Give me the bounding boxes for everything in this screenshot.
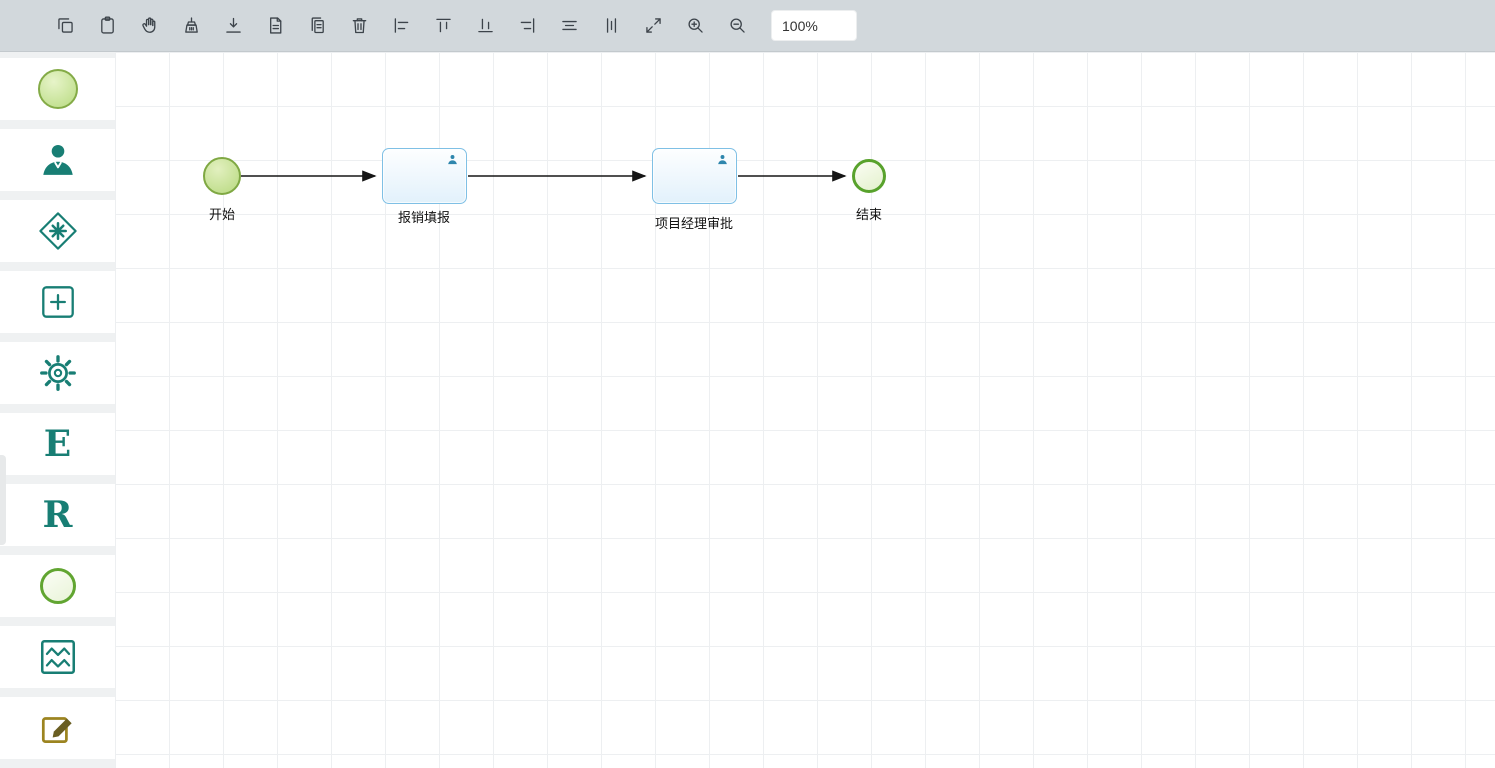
clipboard-button[interactable] (90, 9, 124, 43)
clipboard-icon (100, 16, 114, 34)
edges-layer (241, 170, 847, 182)
palette-item-subprocess[interactable] (0, 271, 115, 333)
align-horizontal-center-button[interactable] (552, 9, 586, 43)
user-task-node-1[interactable] (382, 148, 467, 204)
align-bottom-icon (477, 18, 493, 33)
letter-r-icon: R (42, 494, 73, 536)
align-bottom-button[interactable] (468, 9, 502, 43)
zigzag-pattern-icon (40, 639, 75, 675)
palette-item-gateway[interactable] (0, 200, 115, 262)
diagram-canvas[interactable]: 开始 报销填报 项目经理审批 结束 (115, 52, 1495, 768)
duplicate-document-icon (311, 17, 324, 34)
letter-e-icon: E (43, 423, 72, 465)
copy-button[interactable] (48, 9, 82, 43)
element-palette: E R (0, 52, 115, 768)
end-event-label: 结束 (855, 207, 882, 222)
zoom-in-button[interactable] (678, 9, 712, 43)
download-icon (225, 17, 241, 33)
edit-pencil-icon (41, 717, 72, 744)
main-area: E R (0, 52, 1495, 768)
gear-icon (39, 355, 76, 391)
start-event-label: 开始 (208, 207, 235, 222)
subprocess-icon (41, 286, 74, 318)
end-event-icon (39, 568, 76, 604)
align-top-icon (435, 18, 451, 33)
zoom-in-icon (687, 18, 703, 33)
trash-button[interactable] (342, 9, 376, 43)
drawer-handle[interactable] (0, 455, 6, 545)
trash-icon (352, 18, 366, 34)
start-event-node[interactable] (203, 157, 241, 195)
start-event-icon (37, 69, 78, 109)
zoom-input[interactable] (771, 10, 857, 41)
document-button[interactable] (258, 9, 292, 43)
user-task-2-label: 项目经理审批 (654, 216, 733, 231)
palette-item-edit[interactable] (0, 697, 115, 759)
user-task-1-label: 报销填报 (397, 210, 450, 225)
palette-item-r-element[interactable]: R (0, 484, 115, 546)
user-icon (448, 155, 457, 165)
palette-item-start-event[interactable] (0, 58, 115, 120)
zoom-out-icon (729, 18, 745, 33)
palette-item-pattern[interactable] (0, 626, 115, 688)
user-task-node-2[interactable] (652, 148, 737, 204)
align-right-button[interactable] (510, 9, 544, 43)
hand-pan-button[interactable] (132, 9, 166, 43)
palette-item-end-event[interactable] (0, 555, 115, 617)
download-button[interactable] (216, 9, 250, 43)
align-vertical-center-icon (606, 18, 616, 33)
broom-button[interactable] (174, 9, 208, 43)
align-left-icon (394, 18, 408, 33)
align-right-icon (520, 18, 534, 33)
align-vertical-center-button[interactable] (594, 9, 628, 43)
align-top-button[interactable] (426, 9, 460, 43)
user-task-icon (42, 144, 73, 175)
broom-icon (184, 17, 198, 33)
align-horizontal-center-icon (561, 20, 577, 31)
palette-item-e-element[interactable]: E (0, 413, 115, 475)
zoom-out-button[interactable] (720, 9, 754, 43)
gateway-icon (38, 212, 77, 250)
palette-item-user-task[interactable] (0, 129, 115, 191)
duplicate-document-button[interactable] (300, 9, 334, 43)
document-icon (269, 17, 281, 34)
copy-icon (57, 18, 73, 33)
end-event-node[interactable] (852, 159, 886, 193)
hand-pan-icon (141, 17, 155, 33)
align-left-button[interactable] (384, 9, 418, 43)
fullscreen-icon (645, 18, 661, 33)
fullscreen-button[interactable] (636, 9, 670, 43)
toolbar (0, 0, 1495, 52)
palette-item-service-task[interactable] (0, 342, 115, 404)
user-icon (718, 155, 727, 165)
